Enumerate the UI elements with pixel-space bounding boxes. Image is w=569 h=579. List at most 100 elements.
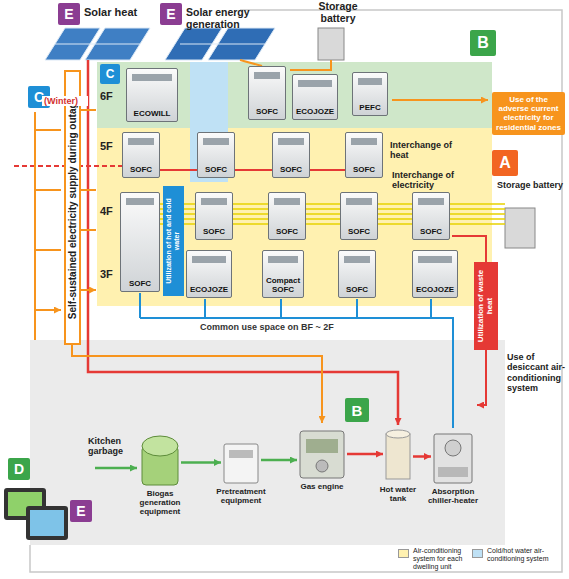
- category-badge: E: [160, 3, 182, 25]
- node-label: PEFC: [355, 104, 385, 112]
- unit-panel: [254, 72, 280, 79]
- equipment-drawing: [140, 432, 180, 487]
- unit-panel: [126, 198, 154, 205]
- badge-letter: A: [499, 155, 511, 171]
- text-label: Solar energy generation: [186, 6, 306, 30]
- equipment-shape: [438, 467, 468, 477]
- unit-panel: [278, 138, 304, 145]
- equipment-drawing: [384, 428, 412, 483]
- unit-panel: [344, 256, 370, 263]
- badge-letter: D: [14, 462, 24, 476]
- text-label: 5F: [100, 140, 120, 153]
- node-label: Use of the adverse current electricity f…: [495, 95, 562, 132]
- appliance-unit: PEFC: [352, 72, 388, 116]
- appliance-unit: ECOWILL: [126, 68, 178, 122]
- equipment-icon: Biogas generation equipment: [140, 432, 180, 487]
- node-label: SOFC: [123, 280, 157, 288]
- equipment-shape: [434, 434, 472, 483]
- equipment-shape: [142, 436, 178, 456]
- storage-battery: [505, 208, 535, 248]
- node-label: SOFC: [348, 166, 380, 174]
- flow-arrow: [413, 455, 431, 458]
- badge-letter: E: [64, 7, 73, 21]
- text-label: Storage battery: [310, 0, 366, 24]
- unit-panel: [132, 74, 172, 81]
- category-badge: E: [70, 500, 92, 522]
- unit-panel: [298, 80, 332, 87]
- node-label: SOFC: [341, 286, 373, 294]
- appliance-unit: SOFC: [272, 132, 310, 178]
- equipment-shape: [306, 439, 338, 453]
- flow-arrow: [261, 459, 297, 462]
- legend-swatch: [472, 549, 483, 558]
- category-badge: B: [470, 30, 496, 56]
- legend-text: Cold/hot water air-conditioning system: [487, 547, 565, 563]
- text-label: Interchange of heat: [390, 140, 462, 161]
- text-label: 6F: [100, 90, 120, 103]
- unit-panel: [192, 256, 226, 263]
- text-label: Storage battery: [494, 180, 566, 190]
- equipment-drawing: [222, 440, 260, 485]
- category-badge: B: [345, 398, 369, 422]
- flow-arrow: [347, 453, 383, 456]
- node-label: Absorption chiller-heater: [424, 488, 482, 506]
- node-label: ECOJOZE: [295, 108, 335, 116]
- text-label: Common use space on BF ~ 2F: [200, 322, 370, 332]
- category-badge: E: [58, 3, 80, 25]
- equipment-shape: [386, 434, 410, 479]
- node-label: SOFC: [415, 228, 447, 236]
- tablet-screen: [30, 510, 64, 536]
- vertical-band: Self-sustained electricity supply during…: [64, 70, 81, 345]
- node-label: Biogas generation equipment: [128, 490, 192, 516]
- equipment-icon: Hot water tank: [384, 428, 412, 483]
- supply-arrow: [80, 110, 96, 290]
- appliance-unit: SOFC: [122, 132, 160, 178]
- node-label: Utilization of hot and cold water: [165, 190, 180, 292]
- text-label: Interchange of electricity: [392, 170, 466, 191]
- equipment-shape: [386, 430, 410, 438]
- equipment-drawing: [298, 425, 346, 480]
- node-label: SOFC: [251, 108, 283, 116]
- panel-grid: [55, 44, 265, 45]
- node-label: Hot water tank: [375, 486, 421, 504]
- equipment-drawing: [432, 430, 474, 485]
- residential-zone: [97, 128, 492, 306]
- unit-panel: [358, 78, 382, 85]
- storage-battery: [318, 28, 344, 60]
- appliance-unit: SOFC: [195, 192, 233, 240]
- water-pipe: [140, 293, 453, 428]
- category-badge: A: [492, 150, 518, 176]
- appliance-unit: SOFC: [345, 132, 383, 178]
- appliance-unit: SOFC: [248, 66, 286, 120]
- garbage-arrow: [95, 467, 137, 470]
- sixth-floor-zone: [97, 62, 492, 128]
- appliance-unit: ECOJOZE: [292, 74, 338, 120]
- supply-arrow: [35, 130, 61, 310]
- equipment-shape: [224, 444, 258, 483]
- vertical-band: Utilization of hot and cold water: [163, 186, 184, 296]
- unit-panel: [203, 138, 229, 145]
- heat-pipe: [88, 60, 398, 425]
- node-label: SOFC: [275, 166, 307, 174]
- equipment-shape: [300, 431, 344, 478]
- node-label: Self-sustained electricity supply during…: [67, 74, 78, 341]
- heat-interchange-line: [160, 169, 345, 171]
- unit-panel: [268, 256, 298, 263]
- badge-letter: B: [477, 35, 489, 51]
- text-label: 3F: [100, 268, 120, 281]
- appliance-unit: SOFC: [412, 192, 450, 240]
- unit-panel: [418, 198, 444, 205]
- category-badge: C: [100, 64, 120, 84]
- equipment-shape: [445, 440, 461, 456]
- supply-bracket: [34, 112, 36, 340]
- legend-swatch: [398, 549, 409, 558]
- node-label: SOFC: [200, 166, 232, 174]
- building-outline: [30, 10, 562, 572]
- node-label: SOFC: [343, 228, 375, 236]
- unit-panel: [128, 138, 154, 145]
- note-box: Use of the adverse current electricity f…: [492, 92, 565, 135]
- flow-arrow: [181, 461, 221, 464]
- node-label: Utilization of waste heat: [477, 266, 495, 346]
